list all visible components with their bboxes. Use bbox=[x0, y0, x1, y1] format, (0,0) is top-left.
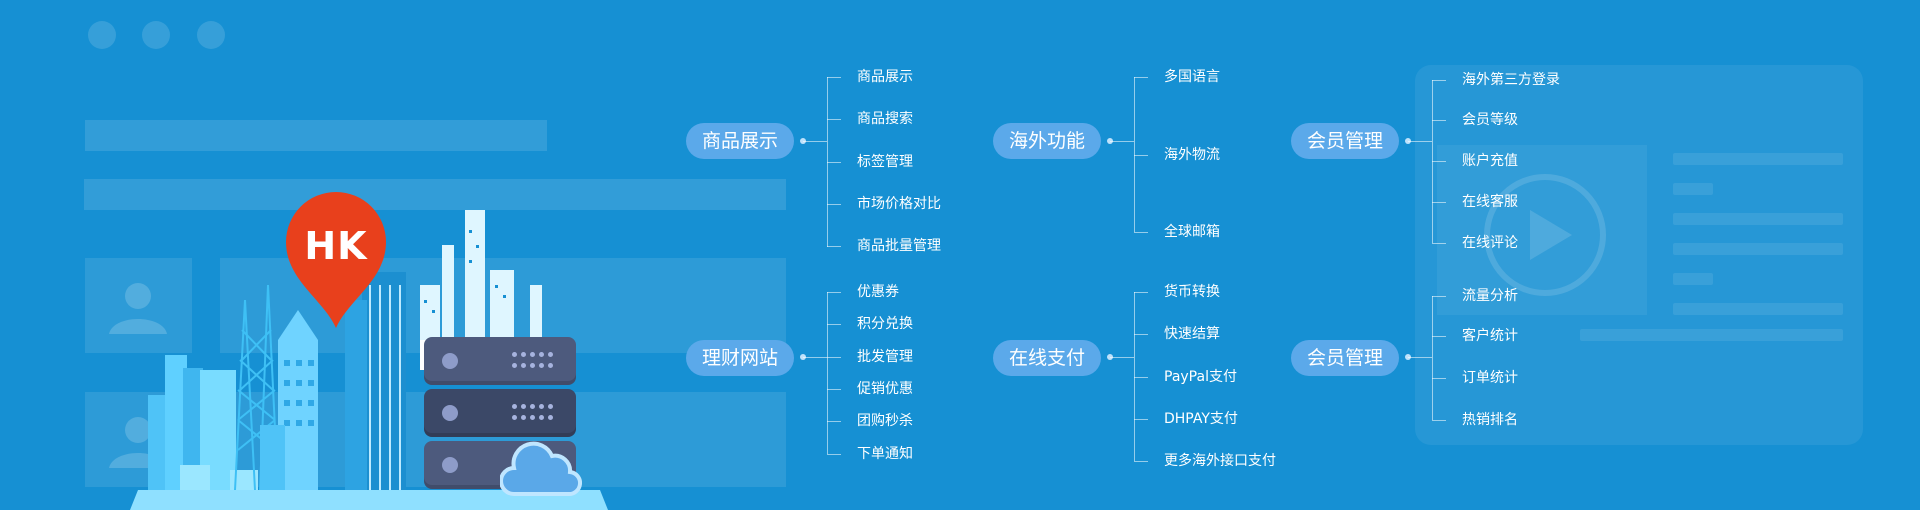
feature-item: 多国语言 bbox=[1164, 69, 1220, 85]
category-pill-finance-site: 理财网站 bbox=[686, 340, 795, 376]
feature-item: 在线评论 bbox=[1462, 235, 1518, 251]
category-pill-membership-bottom: 会员管理 bbox=[1291, 340, 1400, 376]
user-icon bbox=[109, 283, 167, 334]
feature-item: DHPAY支付 bbox=[1164, 411, 1238, 427]
feature-item: 账户充值 bbox=[1462, 153, 1518, 169]
bg-line bbox=[1673, 213, 1843, 225]
feature-item: 快速结算 bbox=[1164, 326, 1220, 342]
bg-search-bar bbox=[84, 179, 786, 210]
bg-line bbox=[1673, 153, 1843, 165]
feature-item: 商品搜索 bbox=[857, 111, 913, 127]
feature-item: PayPal支付 bbox=[1164, 369, 1237, 385]
bg-line bbox=[1673, 183, 1713, 195]
feature-item: 团购秒杀 bbox=[857, 413, 913, 429]
feature-item: 优惠券 bbox=[857, 284, 899, 300]
feature-item: 市场价格对比 bbox=[857, 196, 941, 212]
feature-item: 订单统计 bbox=[1462, 370, 1518, 386]
feature-item: 会员等级 bbox=[1462, 112, 1518, 128]
window-dot bbox=[88, 21, 116, 49]
bg-line bbox=[1673, 273, 1713, 285]
window-dot bbox=[197, 21, 225, 49]
feature-item: 商品展示 bbox=[857, 69, 913, 85]
feature-item: 标签管理 bbox=[857, 154, 913, 170]
window-dot bbox=[142, 21, 170, 49]
feature-item: 批发管理 bbox=[857, 349, 913, 365]
map-pin-icon bbox=[286, 192, 386, 328]
feature-item: 促销优惠 bbox=[857, 381, 913, 397]
category-pill-overseas: 海外功能 bbox=[993, 123, 1102, 159]
category-pill-product-display: 商品展示 bbox=[686, 123, 795, 159]
bg-line bbox=[1673, 303, 1843, 315]
feature-item: 热销排名 bbox=[1462, 412, 1518, 428]
feature-item: 货币转换 bbox=[1164, 284, 1220, 300]
feature-item: 海外物流 bbox=[1164, 147, 1220, 163]
server-unit bbox=[424, 389, 576, 437]
bg-title-bar bbox=[85, 120, 547, 151]
play-icon bbox=[1484, 174, 1606, 296]
server-unit bbox=[424, 337, 576, 385]
feature-item: 海外第三方登录 bbox=[1462, 72, 1560, 88]
feature-item: 商品批量管理 bbox=[857, 238, 941, 254]
feature-item: 积分兑换 bbox=[857, 316, 913, 332]
feature-item: 客户统计 bbox=[1462, 328, 1518, 344]
feature-item: 更多海外接口支付 bbox=[1164, 453, 1276, 469]
bg-line bbox=[1673, 243, 1843, 255]
pin-label: HK bbox=[304, 224, 368, 268]
feature-item: 下单通知 bbox=[857, 446, 913, 462]
category-pill-online-payment: 在线支付 bbox=[993, 340, 1102, 376]
cloud-icon bbox=[500, 441, 582, 497]
bg-video-frame bbox=[1437, 145, 1647, 315]
bg-video-panel bbox=[1415, 65, 1863, 445]
bg-avatar-block bbox=[85, 258, 192, 353]
bg-line bbox=[1580, 329, 1843, 341]
feature-item: 在线客服 bbox=[1462, 194, 1518, 210]
feature-item: 流量分析 bbox=[1462, 288, 1518, 304]
category-pill-membership-top: 会员管理 bbox=[1291, 123, 1400, 159]
feature-item: 全球邮箱 bbox=[1164, 224, 1220, 240]
